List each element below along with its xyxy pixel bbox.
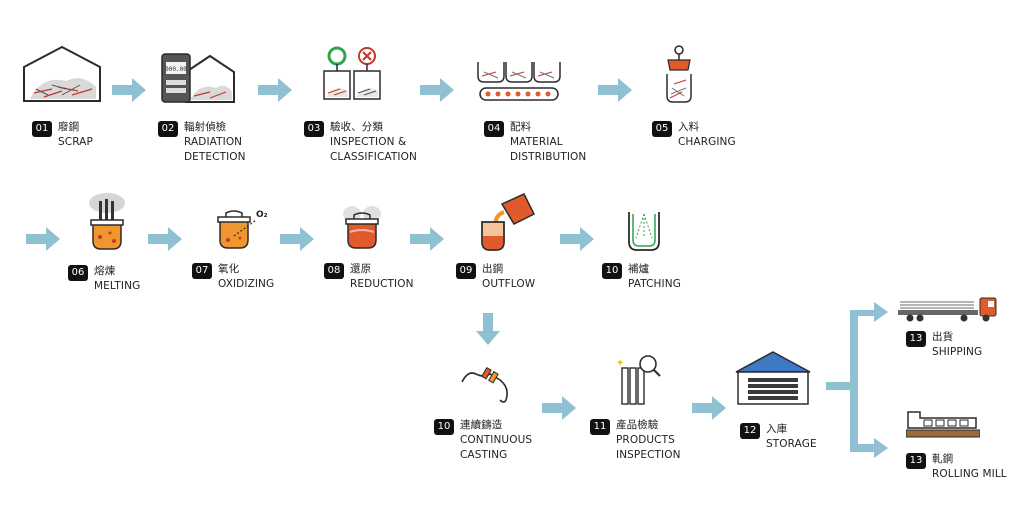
step-title-en: INSPECTION & CLASSIFICATION <box>330 136 417 163</box>
step-number: 04 <box>484 121 504 137</box>
oxidizing-furnace-icon: O₂ <box>217 210 268 249</box>
step-title-zh: 連續鑄造 <box>460 419 503 431</box>
step-number: 02 <box>158 121 178 137</box>
step-number: 12 <box>740 423 760 439</box>
reduction-furnace-icon <box>343 206 381 249</box>
detector-display: 000.00 <box>165 66 187 73</box>
step-title-en: MELTING <box>94 280 141 292</box>
material-distribution-icon <box>477 62 561 101</box>
step-title-zh: 還原 <box>350 263 372 275</box>
step-number: 03 <box>304 121 324 137</box>
storage-warehouse-icon <box>735 351 811 405</box>
step-title-en: SCRAP <box>58 136 93 148</box>
step-title-en: OXIDIZING <box>218 278 275 290</box>
radiation-detector-icon: 000.00 <box>161 53 235 103</box>
products-inspection-icon: ✦ <box>616 355 661 405</box>
patching-furnace-icon <box>628 212 660 251</box>
shipping-truck-icon <box>898 297 997 322</box>
flow-arrow <box>692 396 726 420</box>
step-title-zh: 入庫 <box>766 423 788 435</box>
step-number: 06 <box>68 265 88 281</box>
step-title-en: STORAGE <box>766 438 817 450</box>
oxygen-symbol: O₂ <box>256 210 268 220</box>
step-title-zh: 補爐 <box>628 263 650 275</box>
step-number: 13 <box>906 331 926 347</box>
step-title-zh: 入料 <box>678 121 700 133</box>
step-title-en: CONTINUOUS CASTING <box>460 434 533 461</box>
flow-arrow <box>410 227 444 251</box>
step-title-en: SHIPPING <box>932 346 983 358</box>
step-number: 07 <box>192 263 212 279</box>
step-label-outflow: 09 出鋼 OUTFLOW <box>456 262 535 292</box>
step-label-scrap: 01 廢鋼 SCRAP <box>32 120 93 150</box>
step-title-en: ROLLING MILL <box>932 468 1007 480</box>
step-label-patching: 10 補爐 PATCHING <box>602 262 681 292</box>
step-title-zh: 出鋼 <box>482 263 504 275</box>
inspection-classification-icon <box>323 46 381 100</box>
step-number: 09 <box>456 263 476 279</box>
flow-arrow <box>280 227 314 251</box>
scrap-warehouse-icon <box>23 45 101 102</box>
flow-arrow-down <box>476 313 500 345</box>
step-title-en: OUTFLOW <box>482 278 536 290</box>
step-title-zh: 熔煉 <box>94 265 116 277</box>
continuous-casting-icon <box>461 366 508 403</box>
step-title-zh: 輻射偵檢 <box>184 121 227 133</box>
step-title-zh: 配料 <box>510 121 532 133</box>
step-title-zh: 氧化 <box>218 263 240 275</box>
svg-text:✦: ✦ <box>616 358 624 369</box>
step-label-rolling-mill: 13 軋鋼 ROLLING MILL <box>906 452 1007 482</box>
step-title-en: PATCHING <box>628 278 681 290</box>
rolling-mill-icon <box>906 411 980 438</box>
step-title-en: CHARGING <box>678 136 736 148</box>
step-title-zh: 驗收、分類 <box>330 121 383 133</box>
step-number: 05 <box>652 121 672 137</box>
step-number: 10 <box>602 263 622 279</box>
flow-arrow <box>542 396 576 420</box>
flow-arrow <box>420 78 454 102</box>
melting-furnace-icon <box>89 193 125 250</box>
step-title-en: MATERIAL DISTRIBUTION <box>510 136 587 163</box>
step-label-inspection-classification: 03 驗收、分類 INSPECTION & CLASSIFICATION <box>304 120 417 165</box>
step-label-radiation-detection: 02 輻射偵檢 RADIATION DETECTION <box>158 120 246 165</box>
flow-arrow <box>148 227 182 251</box>
step-label-shipping: 13 出貨 SHIPPING <box>906 330 982 360</box>
flow-arrow <box>26 227 60 251</box>
flow-arrow <box>560 227 594 251</box>
step-number: 08 <box>324 263 344 279</box>
step-number: 11 <box>590 419 610 435</box>
step-title-zh: 產品檢驗 <box>616 419 659 431</box>
step-label-storage: 12 入庫 STORAGE <box>740 422 817 452</box>
charging-bucket-icon <box>666 45 692 103</box>
step-label-products-inspection: 11 產品檢驗 PRODUCTS INSPECTION <box>590 418 681 463</box>
step-label-oxidizing: 07 氧化 OXIDIZING <box>192 262 274 292</box>
step-number: 01 <box>32 121 52 137</box>
step-title-en: REDUCTION <box>350 278 414 290</box>
step-label-reduction: 08 還原 REDUCTION <box>324 262 414 292</box>
step-title-zh: 廢鋼 <box>58 121 80 133</box>
step-title-zh: 出貨 <box>932 331 954 343</box>
step-title-en: RADIATION DETECTION <box>184 136 246 163</box>
step-label-material-distribution: 04 配料 MATERIAL DISTRIBUTION <box>484 120 586 165</box>
step-title-zh: 軋鋼 <box>932 453 954 465</box>
flow-arrow <box>258 78 292 102</box>
flow-arrow <box>112 78 146 102</box>
step-title-en: PRODUCTS INSPECTION <box>616 434 681 461</box>
branch-arrow <box>826 302 888 458</box>
step-label-charging: 05 入料 CHARGING <box>652 120 736 150</box>
step-number: 10 <box>434 419 454 435</box>
step-number: 13 <box>906 453 926 469</box>
outflow-ladle-icon <box>481 193 536 251</box>
flow-arrow <box>598 78 632 102</box>
step-label-melting: 06 熔煉 MELTING <box>68 264 140 294</box>
step-label-continuous-casting: 10 連續鑄造 CONTINUOUS CASTING <box>434 418 532 463</box>
